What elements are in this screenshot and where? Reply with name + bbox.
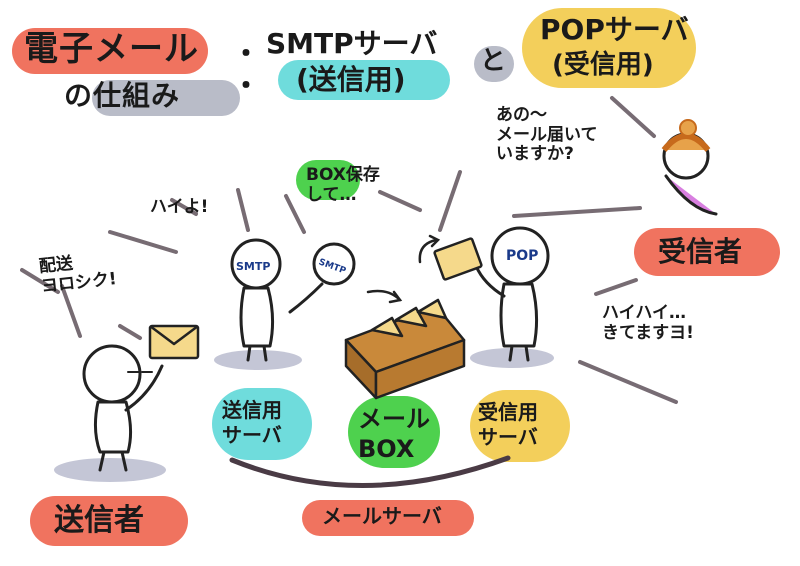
recv-server-highlight (470, 390, 570, 462)
emphasis-line (236, 188, 250, 232)
smtp-body (239, 286, 275, 348)
mail-server-bracket (229, 455, 511, 488)
title-bullet: ・ (232, 37, 261, 70)
pop-leg (524, 344, 530, 362)
sender-arm (124, 364, 164, 412)
title-highlight-mechanism (92, 80, 240, 116)
flow-arrow-head (388, 290, 403, 304)
emphasis-line (170, 198, 198, 216)
emphasis-line (594, 278, 638, 296)
shadow (54, 458, 166, 482)
emphasis-line (378, 190, 422, 212)
smtp-head-label: SMTP (236, 260, 271, 273)
envelope-flap (149, 325, 199, 346)
shadow (214, 350, 302, 370)
title-highlight-smtp (278, 60, 450, 100)
sender-leg (98, 450, 106, 472)
emphasis-line (20, 268, 60, 294)
title-highlight-conj (474, 46, 514, 82)
emphasis-line (118, 324, 142, 340)
smtp-leg (262, 344, 268, 362)
box-speech: BOX保存 して… (306, 165, 380, 205)
emphasis-line (578, 360, 678, 404)
smtp-clone-head (312, 242, 356, 286)
envelope-icon (433, 237, 483, 281)
receiver-body (664, 174, 718, 216)
box-speech-highlight (296, 160, 360, 200)
title-highlight-email (12, 28, 208, 74)
emphasis-line (108, 230, 178, 254)
smtp-leg (246, 344, 252, 362)
title-smtp-sub: (送信用) (296, 63, 406, 96)
receiver-hair (661, 133, 711, 152)
pop-head-label: POP (506, 248, 539, 264)
sender-leg (120, 450, 128, 472)
mail-server-label: メールサーバ (322, 504, 442, 528)
flow-arrow-head (428, 234, 441, 248)
title-bullet: ・ (232, 69, 261, 102)
sender-highlight (30, 496, 188, 546)
mailbox-envelope (416, 298, 448, 320)
recv-server-label: 受信用 サーバ (478, 400, 538, 449)
emphasis-line (284, 194, 306, 234)
emphasis-line (60, 284, 82, 338)
receiver-speech: あの〜 メール届いて いますか? (496, 105, 598, 165)
pop-leg (508, 344, 514, 362)
smtp-clone-body (288, 282, 324, 314)
title-email: 電子メール (24, 29, 199, 69)
smtp-speech: ハイよ! (150, 197, 209, 217)
emphasis-line (438, 170, 462, 232)
receiver-bun (679, 119, 697, 137)
title-highlight-pop (522, 8, 696, 88)
emphasis-line (512, 206, 642, 218)
pop-body (499, 282, 539, 348)
mail-box-highlight (348, 396, 440, 468)
emphasis-line (610, 96, 656, 138)
title-mechanism: の仕組み (64, 79, 181, 112)
title-pop-sub: (受信用) (552, 50, 654, 80)
title-pop: POPサーバ (540, 13, 689, 46)
receiver-label: 受信者 (658, 235, 743, 268)
receiver-highlight (634, 228, 780, 276)
flow-arrow (418, 238, 438, 264)
mailbox-envelope (370, 316, 404, 338)
mail-server-highlight (302, 500, 474, 536)
sender-speech: 配送 ヨロシク! (38, 253, 118, 297)
send-server-label: 送信用 サーバ (222, 398, 282, 447)
sender-body (93, 400, 133, 454)
title-smtp: SMTPサーバ (266, 27, 438, 60)
title-conj: と (480, 46, 507, 76)
sender-head (82, 344, 142, 404)
mailbox-front (374, 338, 466, 400)
mail-box-label: メール BOX (358, 405, 430, 463)
sender-label: 送信者 (54, 503, 144, 538)
send-server-highlight (212, 388, 312, 460)
shadow (470, 348, 554, 368)
pop-speech: ハイハイ… きてますヨ! (602, 303, 694, 343)
